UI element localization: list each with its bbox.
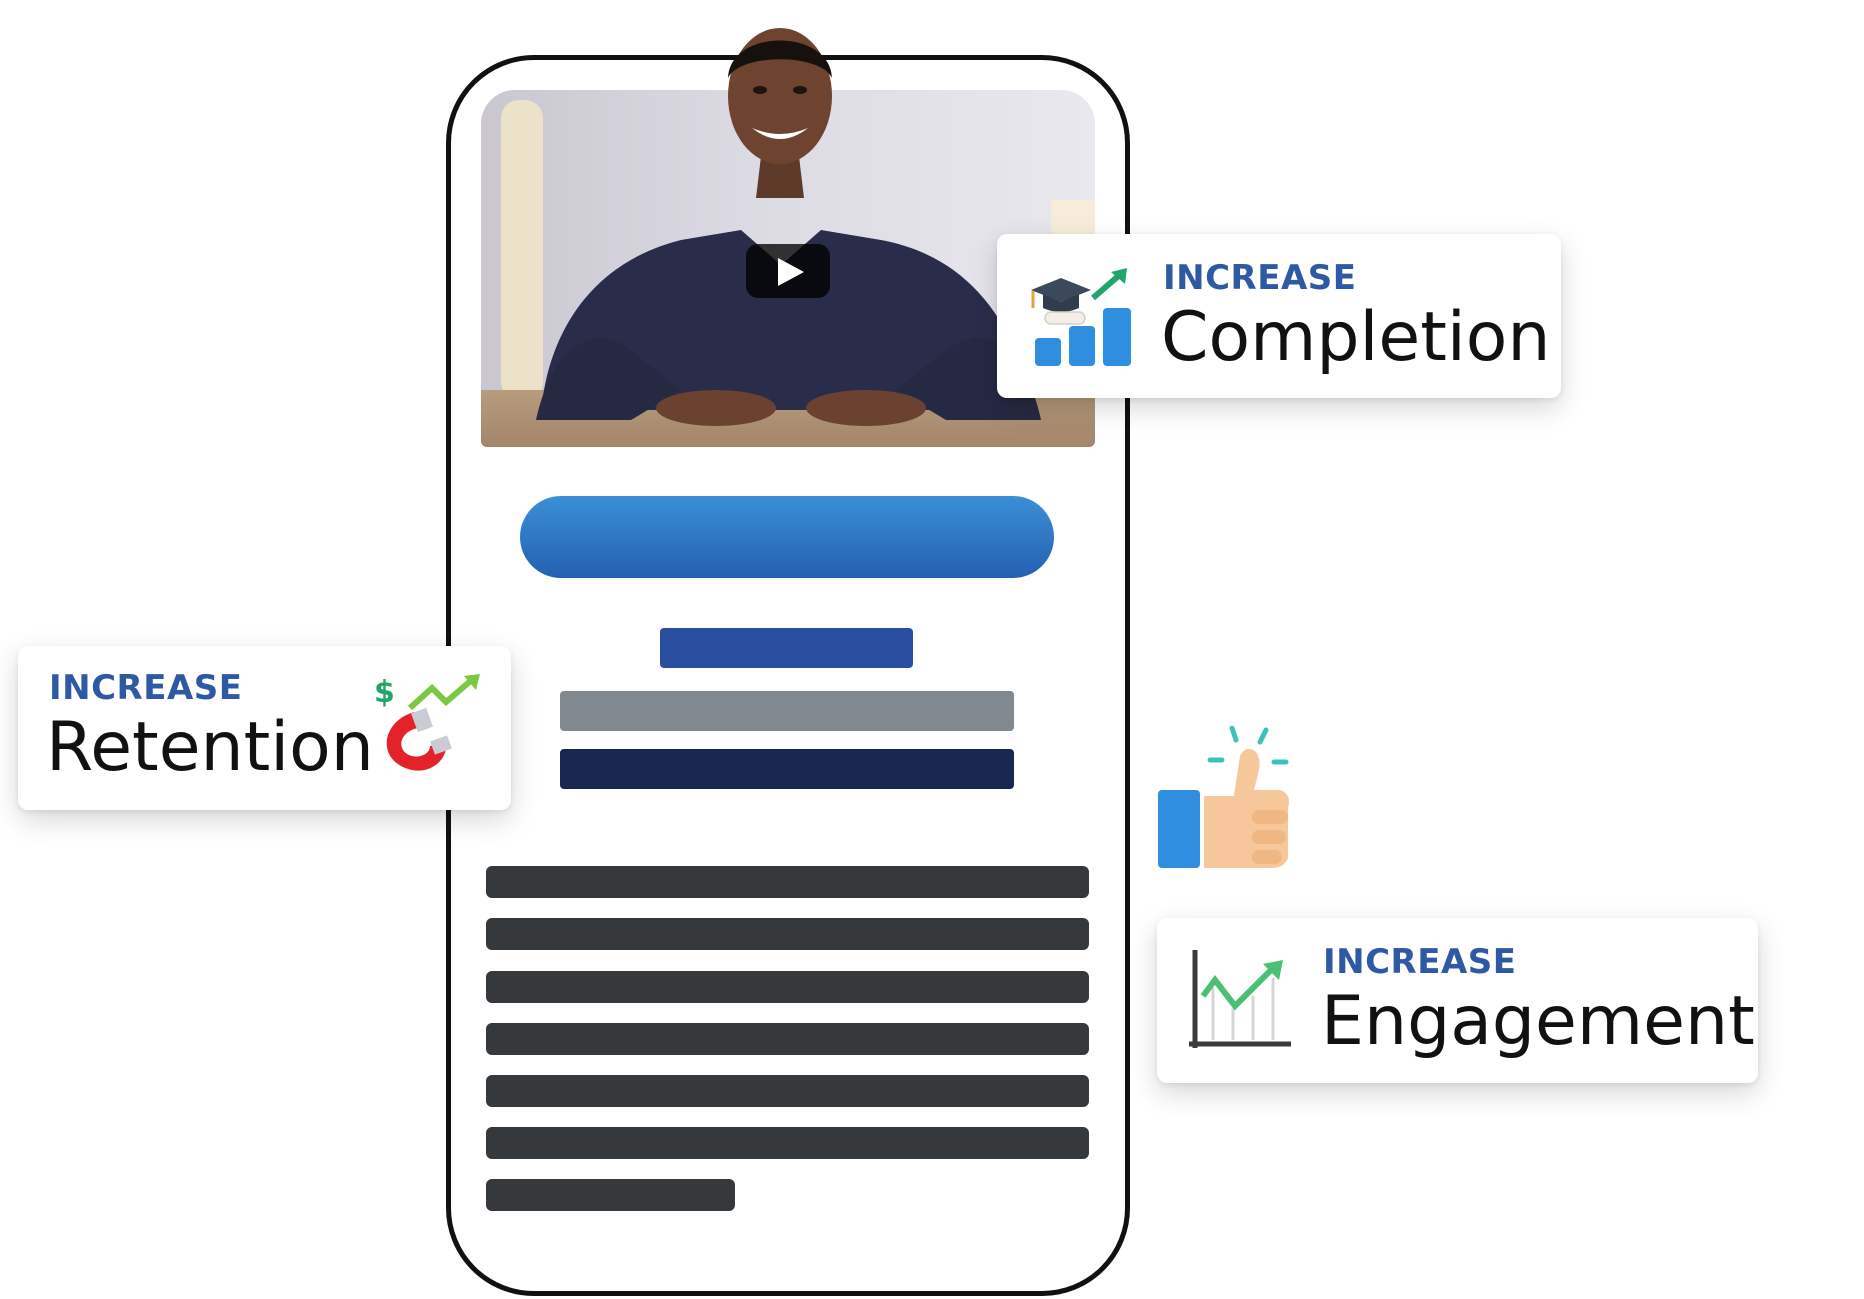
engagement-metric: Engagement [1321,982,1755,1061]
retention-kicker: INCREASE [49,668,243,708]
retention-metric: Retention [46,708,374,787]
text-line [486,1075,1089,1107]
line-chart-icon [1189,950,1291,1048]
play-icon[interactable] [746,244,830,298]
text-line [486,1127,1089,1159]
cta-button[interactable] [520,496,1054,578]
heading-placeholder [560,749,1014,789]
engagement-kicker: INCREASE [1323,942,1517,982]
completion-metric: Completion [1161,298,1551,377]
completion-kicker: INCREASE [1163,258,1357,298]
engagement-card: INCREASE Engagement [1157,918,1758,1083]
text-line [486,1179,735,1211]
text-line [486,866,1089,898]
title-placeholder [660,628,913,668]
text-line [486,918,1089,950]
completion-card: INCREASE Completion [997,234,1561,398]
retention-card: INCREASE Retention $ [18,646,511,810]
thumbs-up-icon [1158,726,1289,868]
svg-text:$: $ [374,675,395,710]
graduation-cap-bar-chart-icon [1031,268,1131,366]
text-line [486,1023,1089,1055]
presenter-head [728,28,832,198]
subtitle-placeholder [560,691,1014,731]
magnet-dollar-icon: $ [374,674,480,771]
text-line [486,971,1089,1003]
